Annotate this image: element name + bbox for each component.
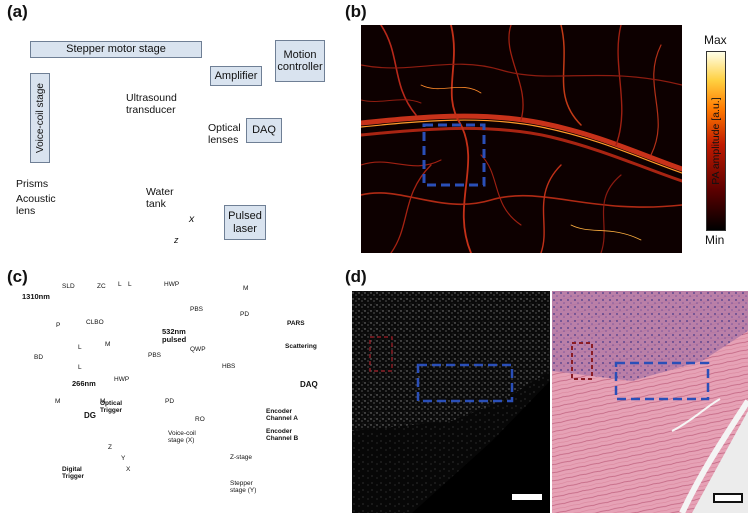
grayscale-histology-image (352, 291, 550, 513)
he-blue-roi (614, 361, 710, 401)
feedback-arrow-down (12, 53, 28, 121)
lens2-label: L (128, 281, 132, 288)
encoder-a-label: Encoder Channel A (266, 408, 298, 423)
amplifier-box: Amplifier (210, 66, 262, 86)
acoustic-lens-label: Acoustic lens (16, 193, 56, 218)
bd-label: BD (34, 354, 44, 361)
qwp-label: QWP (190, 346, 206, 353)
roi-dashed-box (422, 123, 486, 187)
zc-label: ZC (97, 283, 106, 290)
stepper-motor-stage-box: Stepper motor stage (30, 41, 202, 58)
source-nm-label: 1310nm (22, 292, 50, 301)
sld-label: SLD (62, 283, 75, 290)
scattering-label: Scattering (285, 343, 317, 350)
lens1-label: L (118, 281, 122, 288)
panel-d-label: (d) (345, 267, 367, 286)
amplifier-label: Amplifier (214, 69, 258, 82)
stepper-motor-stage-label: Stepper motor stage (66, 43, 166, 56)
pulsed-532-label: 532nm pulsed (162, 327, 187, 345)
photoacoustic-image (361, 25, 682, 253)
motion-controller-box: Motion controller (275, 40, 325, 82)
grayscale-red-roi (369, 336, 393, 372)
panel-b-label: (b) (345, 2, 367, 21)
hbs-label: HBS (222, 363, 236, 370)
stepper-stage-label: Stepper stage (Y) (230, 480, 257, 495)
panel-c-label: (c) (7, 267, 28, 286)
clbo-label: CLBO (86, 319, 104, 326)
mirror-top-label: M (243, 285, 249, 292)
mirror-left3-label: M (100, 398, 106, 405)
hwp-mid-label: HWP (114, 376, 130, 383)
motion-controller-label: Motion controller (277, 48, 323, 73)
pd-top-label: PD (240, 311, 250, 318)
voice-coil-stage-box: Voice-coil stage (30, 73, 50, 163)
nm266-label: 266nm (72, 379, 96, 388)
daq-box: DAQ (246, 118, 282, 143)
inset-axis-x: X (126, 466, 131, 473)
inset-axis-z: Z (108, 444, 112, 451)
panel-a-label: (a) (7, 2, 28, 21)
daq-c-label: DAQ (300, 380, 318, 389)
encoder-b-label: Encoder Channel B (266, 428, 299, 443)
lens3-label: L (78, 344, 82, 351)
daq-label: DAQ (252, 124, 276, 137)
dg-label: DG (84, 411, 96, 420)
pbs-top-label: PBS (190, 306, 204, 313)
grayscale-blue-roi (416, 363, 514, 403)
axis-x-label: x (189, 213, 195, 225)
p-label: P (56, 322, 61, 329)
colorbar-min-label: Min (705, 233, 725, 247)
voice-coil-stage-label: Voice-coil stage (34, 82, 46, 154)
voice-coil-c-label: Voice-coil stage (X) (168, 430, 196, 445)
pars-label: PARS (287, 320, 305, 327)
pulsed-laser-box: Pulsed laser (224, 205, 266, 240)
pulsed-laser-label: Pulsed laser (228, 210, 262, 235)
axis-z-label: z (174, 235, 179, 245)
hwp-top-label: HWP (164, 281, 180, 288)
lens4-label: L (78, 364, 82, 371)
colorbar-title: PA amplitude [a.u.] (709, 97, 722, 185)
grayscale-scale-bar (512, 494, 542, 500)
mirror-left1-label: M (105, 341, 111, 348)
z-stage-label: Z-stage (230, 454, 253, 461)
he-stained-image (552, 291, 748, 513)
water-tank-label: Water tank (146, 186, 174, 211)
optical-lenses-label: Optical lenses (208, 122, 241, 147)
ultrasound-transducer-label: Ultrasound transducer (126, 92, 177, 117)
inset-axis-y: Y (121, 455, 126, 462)
colorbar (706, 51, 726, 231)
ro-label: RO (195, 416, 205, 423)
prisms-label: Prisms (16, 178, 49, 190)
pd-mid-label: PD (165, 398, 175, 405)
digital-trigger-label: Digital Trigger (62, 466, 85, 481)
optical-trigger-label: Optical Trigger (100, 400, 123, 415)
mirror-left2-label: M (55, 398, 61, 405)
feedback-line (24, 36, 276, 53)
pbs-mid-label: PBS (148, 352, 162, 359)
colorbar-max-label: Max (704, 33, 727, 47)
he-scale-bar (713, 493, 743, 503)
he-red-roi (571, 342, 593, 380)
